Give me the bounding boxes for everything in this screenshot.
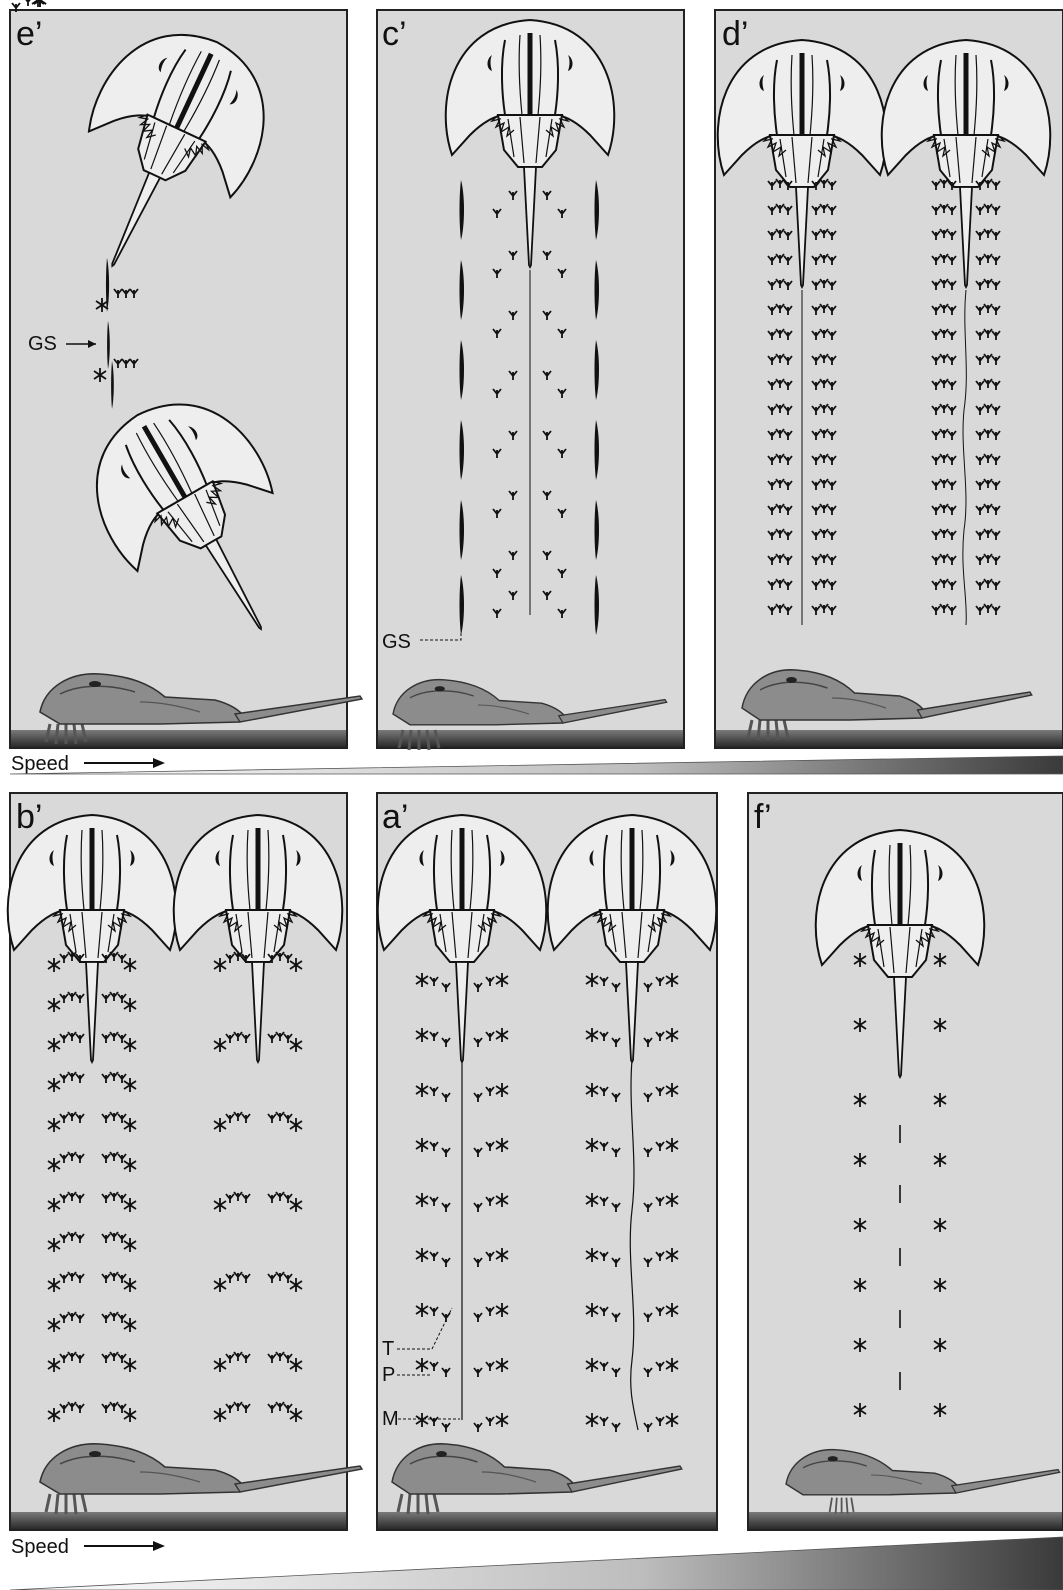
p-label: P — [382, 1364, 395, 1386]
speed-label-top: Speed — [11, 753, 69, 775]
speed-label-bottom: Speed — [11, 1536, 69, 1558]
speed-indicator-top: Speed — [10, 753, 1063, 775]
gs-label-e: GS — [28, 333, 57, 355]
panel-label-b: b’ — [16, 798, 42, 836]
panel-label-a: a’ — [382, 798, 408, 836]
panel-label-d: d’ — [722, 15, 748, 53]
panel-e: e’ GS — [10, 6, 362, 748]
t-label: T — [382, 1338, 394, 1360]
panel-label-e: e’ — [16, 15, 42, 53]
panel-c: c’ GS — [377, 10, 684, 750]
m-label: M — [382, 1408, 399, 1430]
speed-indicator-bottom: Speed — [10, 1536, 1063, 1590]
panel-label-c: c’ — [382, 15, 407, 53]
panel-label-f: f’ — [754, 798, 772, 836]
gs-label-c: GS — [382, 631, 411, 653]
